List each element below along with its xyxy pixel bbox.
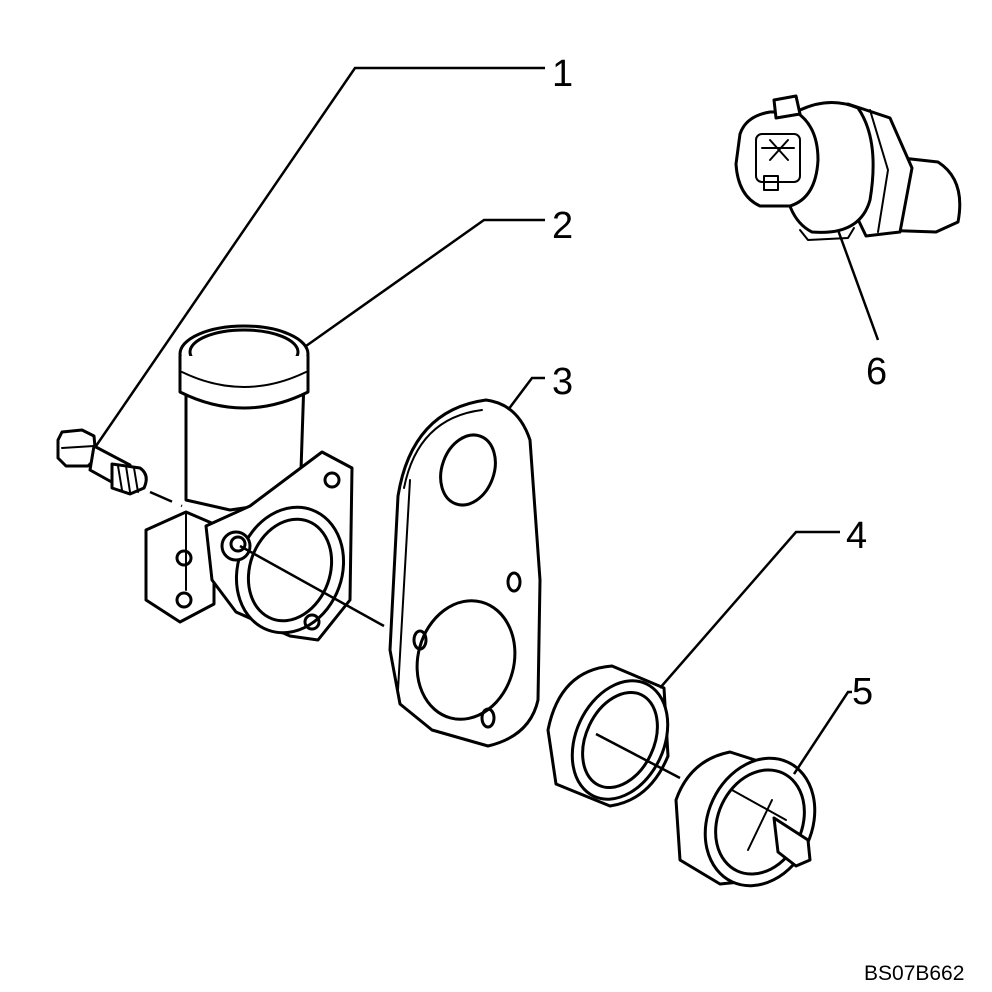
leader-6 bbox=[836, 229, 880, 341]
leader-lines bbox=[94, 66, 880, 780]
part-2-thermostat-housing[interactable] bbox=[144, 324, 361, 648]
drawing-code: BS07B662 bbox=[864, 962, 964, 985]
assembly-axis-bolt bbox=[149, 490, 183, 508]
callout-6: 6 bbox=[866, 351, 887, 393]
callout-labels: 1 2 3 4 5 6 BS07B662 bbox=[552, 53, 964, 985]
callout-3: 3 bbox=[552, 361, 573, 403]
leader-5 bbox=[792, 690, 852, 775]
part-5-thermostat[interactable] bbox=[674, 740, 835, 904]
part-3-gasket[interactable] bbox=[388, 398, 542, 748]
assembly-axis-housing bbox=[239, 544, 385, 628]
assembly-axis-thermostat bbox=[595, 732, 681, 780]
leader-4 bbox=[659, 530, 840, 689]
part-6-temperature-sensor[interactable] bbox=[734, 94, 962, 241]
part-1-bolt[interactable] bbox=[56, 428, 148, 496]
callout-1: 1 bbox=[552, 53, 573, 95]
part-4-seal-ring[interactable] bbox=[546, 664, 686, 815]
leader-3 bbox=[507, 376, 545, 411]
callout-2: 2 bbox=[552, 205, 573, 247]
leader-2 bbox=[305, 218, 545, 348]
leader-1 bbox=[94, 66, 545, 447]
callout-5: 5 bbox=[852, 671, 873, 713]
callout-4: 4 bbox=[846, 515, 867, 557]
